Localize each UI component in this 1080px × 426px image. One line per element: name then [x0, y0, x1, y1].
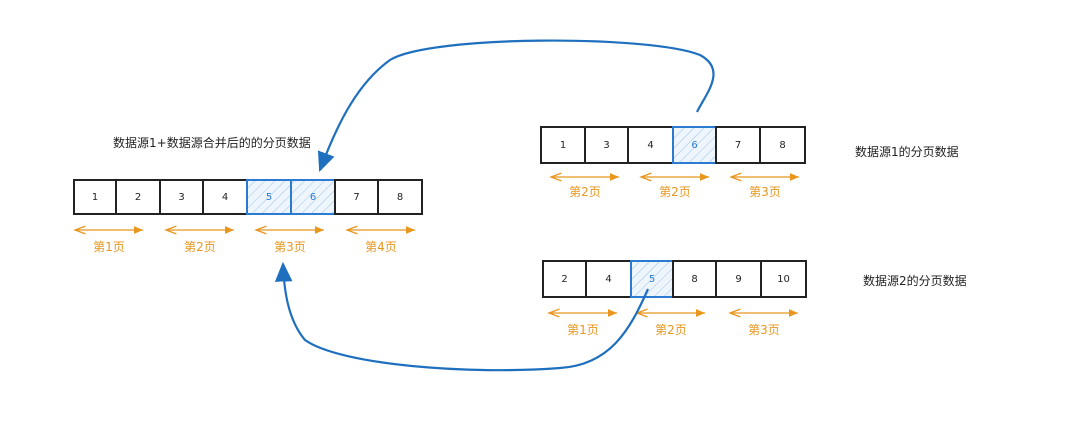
page-label: 第3页 — [749, 185, 781, 199]
page-label: 第2页 — [569, 185, 601, 199]
item-box — [627, 126, 674, 164]
item-value: 6 — [691, 140, 697, 151]
item-value: 4 — [647, 140, 653, 151]
page-label: 第3页 — [274, 240, 306, 254]
item-value: 4 — [222, 192, 228, 203]
flow-arrow-source2-to-merged — [274, 261, 650, 372]
item-value: 1 — [560, 140, 566, 151]
flow-arrow-source1-to-merged — [317, 39, 715, 173]
item-value: 1 — [92, 192, 98, 203]
page-label: 第2页 — [659, 185, 691, 199]
source2-row: 2 4 5 8 9 10 第1页 第2页 第3页 — [542, 260, 807, 337]
item-value: 5 — [266, 192, 272, 203]
item-box — [715, 260, 762, 298]
item-value: 8 — [779, 140, 785, 151]
highlighted-item-box — [672, 126, 717, 164]
item-box — [73, 179, 117, 215]
highlighted-item-box — [246, 179, 292, 215]
merged-title: 数据源1+数据源合并后的的分页数据 — [113, 135, 311, 150]
source1-title: 数据源1的分页数据 — [855, 144, 959, 159]
item-box — [759, 126, 806, 164]
item-value: 4 — [605, 274, 611, 285]
item-value: 3 — [178, 192, 184, 203]
item-box — [334, 179, 379, 215]
page-label: 第2页 — [184, 240, 216, 254]
item-box — [115, 179, 161, 215]
item-value: 7 — [353, 192, 359, 203]
source1-row: 1 3 4 6 7 8 第2页 第2页 第3页 — [540, 126, 806, 199]
item-value: 2 — [135, 192, 141, 203]
item-value: 5 — [649, 274, 655, 285]
page-label: 第3页 — [748, 323, 780, 337]
page-label: 第2页 — [655, 323, 687, 337]
source2-title: 数据源2的分页数据 — [863, 273, 967, 288]
item-box — [159, 179, 204, 215]
item-value: 10 — [777, 274, 790, 285]
highlighted-item-box — [630, 260, 674, 298]
item-value: 7 — [735, 140, 741, 151]
page-label: 第4页 — [365, 240, 397, 254]
item-value: 9 — [735, 274, 741, 285]
item-box — [585, 260, 632, 298]
item-value: 8 — [691, 274, 697, 285]
item-value: 3 — [603, 140, 609, 151]
item-value: 8 — [397, 192, 403, 203]
page-label: 第1页 — [93, 240, 125, 254]
item-value: 6 — [310, 192, 316, 203]
item-box — [760, 260, 807, 298]
merged-row: 1 2 3 4 5 6 7 8 第1页 第2页 第3页 第4页 — [73, 179, 423, 254]
item-value: 2 — [561, 274, 567, 285]
item-box — [377, 179, 423, 215]
page-label: 第1页 — [567, 323, 599, 337]
item-box — [584, 126, 629, 164]
item-box — [715, 126, 761, 164]
